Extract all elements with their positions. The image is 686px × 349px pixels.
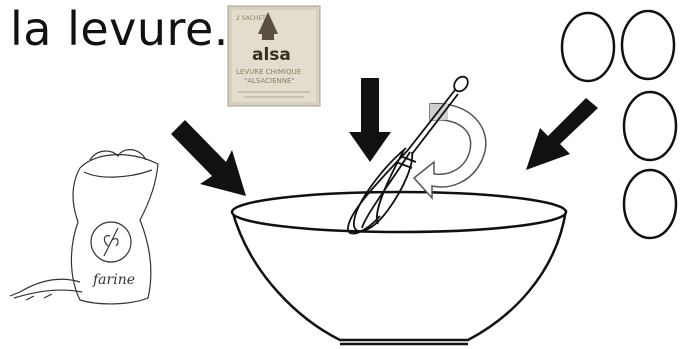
packet-line1: LEVURE CHIMIQUE xyxy=(236,68,301,76)
stir-arrow-icon xyxy=(414,104,486,198)
flour-bag-icon: farine xyxy=(10,150,158,304)
arrow-right-icon xyxy=(526,98,598,170)
packet-line2: "ALSACIENNE" xyxy=(244,77,295,85)
arrow-left-icon xyxy=(171,120,246,196)
bowl-icon xyxy=(232,192,566,344)
flour-label: farine xyxy=(92,272,135,288)
packet-brand: alsa xyxy=(252,45,291,65)
arrow-middle-icon xyxy=(349,78,391,162)
yeast-packet-icon: 2 SACHETS alsa LEVURE CHIMIQUE "ALSACIEN… xyxy=(228,6,320,106)
